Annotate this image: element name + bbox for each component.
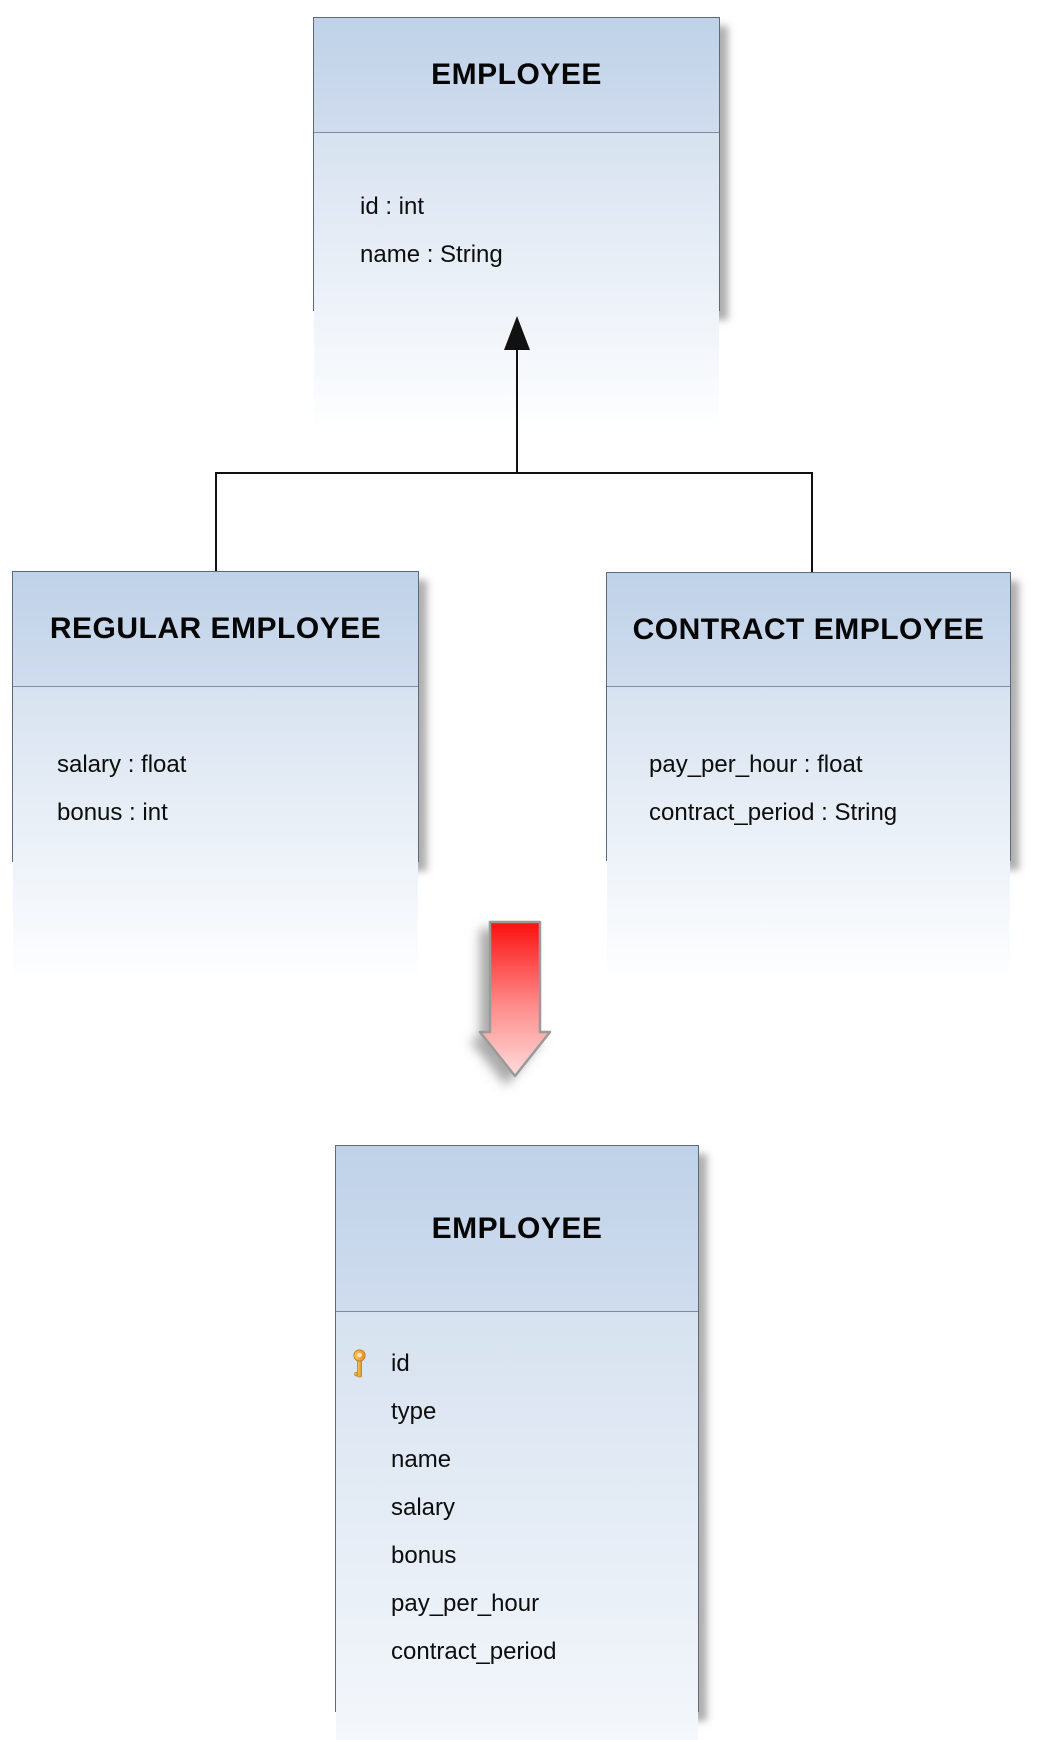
table-row: contract_period bbox=[391, 1628, 698, 1676]
column-bonus: bonus bbox=[391, 1542, 457, 1569]
class-title: REGULAR EMPLOYEE bbox=[49, 612, 382, 645]
class-box-contract-employee: CONTRACT EMPLOYEE pay_per_hour : float c… bbox=[606, 572, 1011, 974]
column-salary: salary bbox=[391, 1494, 456, 1521]
mapping-down-arrow-icon bbox=[478, 920, 552, 1078]
class-attributes: pay_per_hour : float contract_period : S… bbox=[607, 687, 1010, 974]
column-contract-period: contract_period bbox=[391, 1638, 557, 1665]
class-box-employee: EMPLOYEE id : int name : String bbox=[313, 17, 720, 425]
attribute-name: name : String bbox=[360, 241, 503, 268]
class-box-regular-employee: REGULAR EMPLOYEE salary : float bonus : … bbox=[12, 571, 419, 976]
attribute-pay-per-hour: pay_per_hour : float bbox=[649, 751, 863, 778]
table-columns: id type name salary bonus pay_per_hour c… bbox=[336, 1312, 698, 1740]
class-header: CONTRACT EMPLOYEE bbox=[607, 573, 1010, 687]
table-title: EMPLOYEE bbox=[431, 1211, 603, 1245]
table-row: bonus bbox=[391, 1532, 698, 1580]
table-row-pk: id bbox=[353, 1340, 698, 1388]
table-row: type bbox=[391, 1388, 698, 1436]
column-name: name bbox=[391, 1446, 452, 1473]
column-id: id bbox=[391, 1350, 410, 1377]
column-type: type bbox=[391, 1398, 437, 1425]
attribute-id: id : int bbox=[360, 193, 425, 220]
class-title: CONTRACT EMPLOYEE bbox=[632, 612, 985, 646]
table-box-employee: EMPLOYEE bbox=[335, 1145, 699, 1740]
class-title: EMPLOYEE bbox=[431, 58, 602, 91]
table-header: EMPLOYEE bbox=[336, 1146, 698, 1312]
attribute-contract-period: contract_period : String bbox=[649, 799, 898, 826]
column-pay-per-hour: pay_per_hour bbox=[391, 1590, 540, 1617]
class-header: EMPLOYEE bbox=[314, 18, 719, 133]
class-attributes: salary : float bonus : int bbox=[13, 687, 418, 976]
key-icon bbox=[352, 1349, 368, 1381]
table-row: salary bbox=[391, 1484, 698, 1532]
class-attributes: id : int name : String bbox=[314, 133, 719, 425]
table-row: pay_per_hour bbox=[391, 1580, 698, 1628]
attribute-bonus: bonus : int bbox=[57, 799, 168, 826]
attribute-salary: salary : float bbox=[57, 751, 187, 778]
table-row: name bbox=[391, 1436, 698, 1484]
class-header: REGULAR EMPLOYEE bbox=[13, 572, 418, 687]
